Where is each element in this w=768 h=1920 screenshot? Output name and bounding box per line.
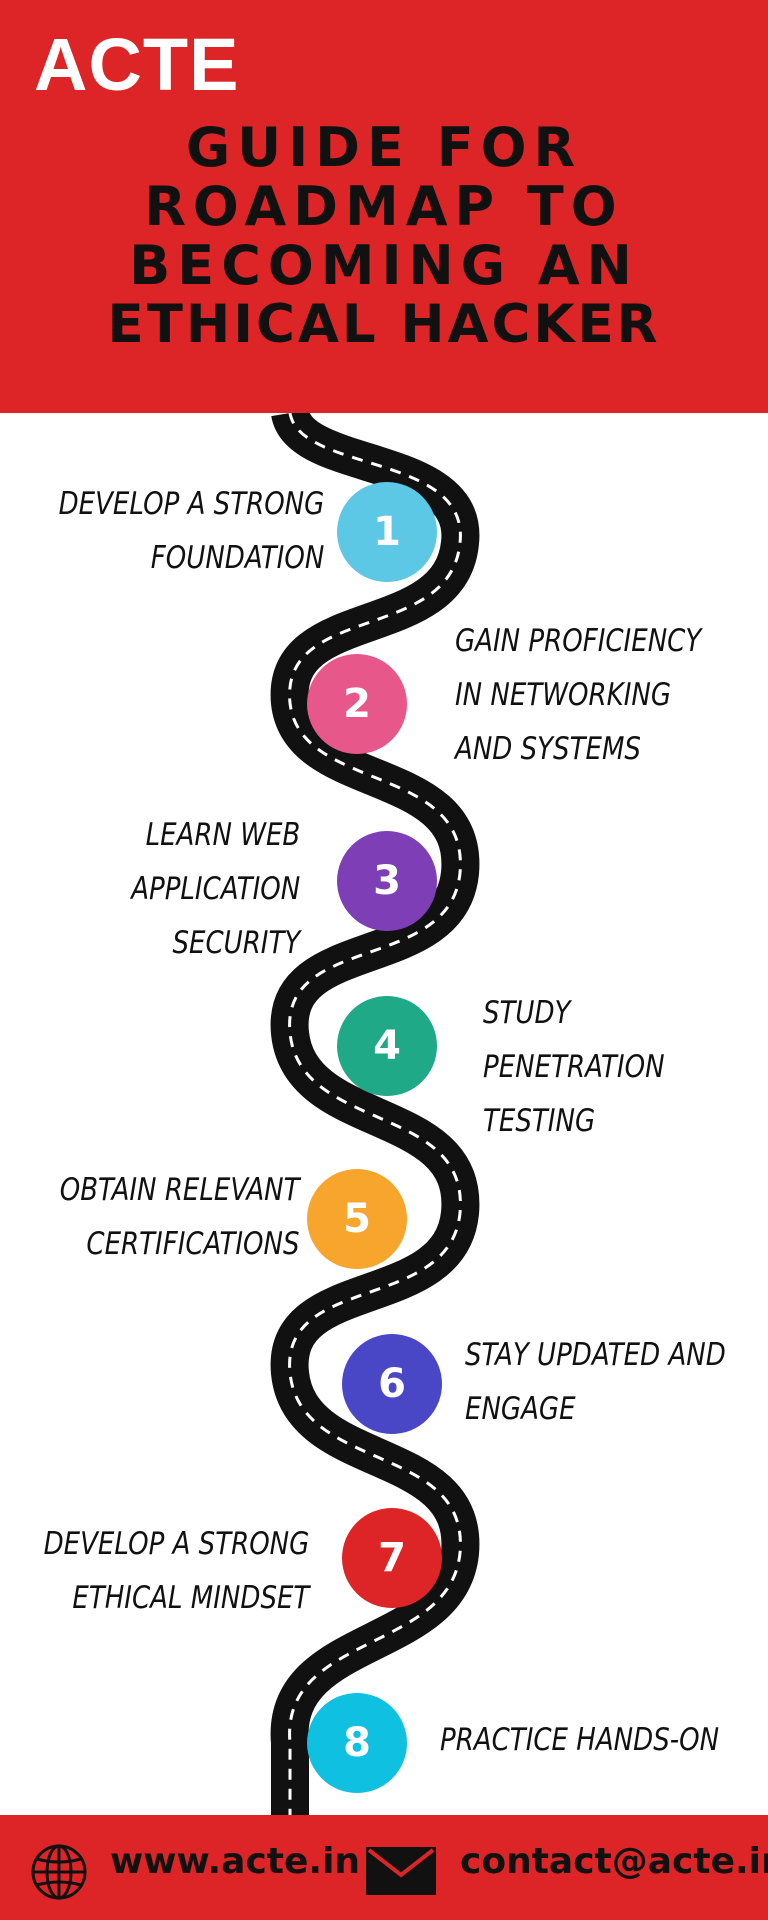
acte-logo: ACTE: [34, 23, 240, 106]
step-7-circle: 7: [342, 1508, 442, 1608]
step-8-circle: 8: [307, 1693, 407, 1793]
step-4-circle: 4: [337, 996, 437, 1096]
road-illustration: [270, 413, 480, 1815]
website-link[interactable]: www.acte.in: [110, 1841, 361, 1882]
envelope-icon: [366, 1847, 436, 1895]
road-center-line: [288, 413, 462, 1815]
page-title: Guide for Roadmap to Becoming an Ethical…: [0, 118, 768, 354]
step-3-circle: 3: [337, 831, 437, 931]
step-2-circle: 2: [307, 654, 407, 754]
step-1-circle: 1: [337, 482, 437, 582]
title-line-2: Roadmap to: [144, 175, 624, 238]
step-5-circle: 5: [307, 1169, 407, 1269]
step-8-label: PRACTICE HANDS-ON: [440, 1722, 720, 1758]
globe-icon: [31, 1844, 87, 1900]
title-line-4: Ethical Hacker: [107, 294, 661, 355]
header-banner: ACTE Guide for Roadmap to Becoming an Et…: [0, 0, 768, 413]
title-line-3: Becoming an: [129, 234, 639, 297]
step-6-circle: 6: [342, 1334, 442, 1434]
email-link[interactable]: contact@acte.in: [460, 1841, 768, 1882]
footer-bar: www.acte.in contact@acte.in: [0, 1815, 768, 1920]
title-line-1: Guide for: [185, 116, 583, 179]
